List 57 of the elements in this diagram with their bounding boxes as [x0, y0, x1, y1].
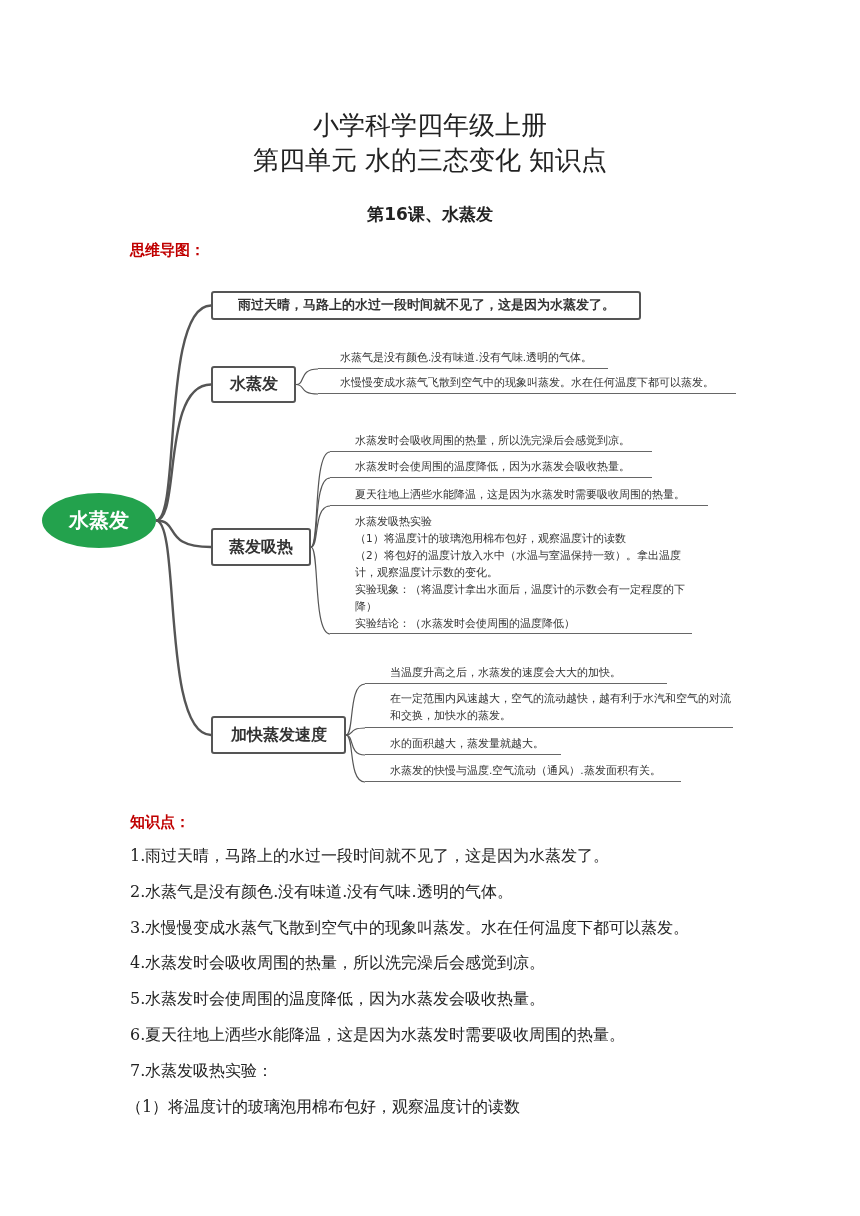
connector-line: [155, 519, 212, 737]
underline-branch: [365, 664, 667, 684]
connector-line: [345, 683, 366, 736]
underline-branch: [330, 458, 652, 478]
connector-line: [310, 546, 331, 635]
list-item: 1.雨过天晴，马路上的水过一段时间就不见了，这是因为水蒸发了。: [130, 846, 610, 867]
note-text: 水蒸发时会吸收周围的热量，所以洗完澡后会感觉到凉。: [355, 433, 631, 448]
connector-line: [295, 368, 319, 386]
section-heading: 知识点：: [130, 813, 190, 832]
note-text: 当温度升高之后，水蒸发的速度会大大的加快。: [390, 665, 622, 680]
note-text: 水的面积越大，蒸发量就越大。: [390, 736, 545, 751]
title: 小学科学四年级上册: [312, 109, 548, 142]
list-item: 7.水蒸发吸热实验：: [130, 1060, 274, 1082]
note-text: 水蒸发吸热实验: [355, 514, 433, 529]
underline-branch: [365, 762, 681, 782]
note-text: 水蒸发时会使周围的温度降低，因为水蒸发会吸收热量。: [355, 459, 631, 474]
underline-branch: [330, 432, 652, 452]
underline-branch: [318, 349, 608, 369]
topic-box: [211, 528, 311, 566]
list-item: 4.水蒸发时会吸收周围的热量，所以洗完澡后会感觉到凉。: [130, 953, 546, 975]
topic-box: [211, 366, 296, 403]
topic-box: [211, 291, 641, 320]
list-item: 2.水蒸气是没有颜色.没有味道.没有气味.透明的气体。: [130, 881, 513, 903]
underline-branch: [330, 513, 692, 634]
note-text: 实验结论：（水蒸发时会使周围的温度降低）: [355, 616, 576, 631]
lesson-heading: 第16课、水蒸发: [366, 203, 494, 226]
subtitle: 第四单元 水的三态变化 知识点: [251, 144, 609, 177]
list-item: （1）将温度计的玻璃泡用棉布包好，观察温度计的读数: [126, 1096, 521, 1118]
underline-branch: [365, 690, 733, 728]
connector-line: [155, 304, 212, 522]
connector-line: [345, 727, 366, 736]
connector-line: [310, 477, 331, 548]
topic-text: 蒸发吸热: [229, 536, 293, 558]
note-text: 在一定范围内风速越大，空气的流动越快，越有利于水汽和空气的对流和交换，加快水的蒸发。: [390, 691, 732, 723]
section-heading: 思维导图：: [130, 241, 205, 260]
underline-branch: [365, 735, 561, 755]
note-text: （1）将温度计的玻璃泡用棉布包好，观察温度计的读数: [355, 531, 627, 546]
connector-line: [310, 505, 331, 548]
list-item: 3.水慢慢变成水蒸气飞散到空气中的现象叫蒸发。水在任何温度下都可以蒸发。: [130, 917, 690, 939]
note-text: 水蒸发的快慢与温度.空气流动（通风）.蒸发面积有关。: [390, 763, 662, 778]
topic-text: 雨过天晴，马路上的水过一段时间就不见了，这是因为水蒸发了。: [237, 297, 615, 314]
underline-branch: [318, 374, 736, 394]
note-text: 实验现象：（将温度计拿出水面后，温度计的示数会有一定程度的下降）: [355, 582, 686, 614]
note-text: （2）将包好的温度计放入水中（水温与室温保持一致）。拿出温度计，观察温度计示数的变化。: [355, 548, 682, 580]
topic-text: 加快蒸发速度: [230, 724, 327, 746]
list-item: 5.水蒸发时会使周围的温度降低，因为水蒸发会吸收热量。: [130, 989, 546, 1011]
underline-branch: [330, 486, 708, 506]
connector-line: [345, 734, 366, 756]
topic-box: [211, 716, 346, 754]
connector-line: [295, 383, 319, 395]
topic-text: 水蒸发: [229, 374, 278, 395]
list-item: 6.夏天往地上洒些水能降温，这是因为水蒸发时需要吸收周围的热量。: [130, 1025, 626, 1046]
note-text: 水蒸气是没有颜色.没有味道.没有气味.透明的气体。: [340, 350, 593, 365]
connector-line: [345, 734, 366, 783]
topic-text: 水蒸发: [69, 507, 129, 534]
note-text: 水慢慢变成水蒸气飞散到空气中的现象叫蒸发。水在任何温度下都可以蒸发。: [340, 375, 715, 390]
note-text: 夏天往地上洒些水能降温，这是因为水蒸发时需要吸收周围的热量。: [355, 487, 686, 502]
